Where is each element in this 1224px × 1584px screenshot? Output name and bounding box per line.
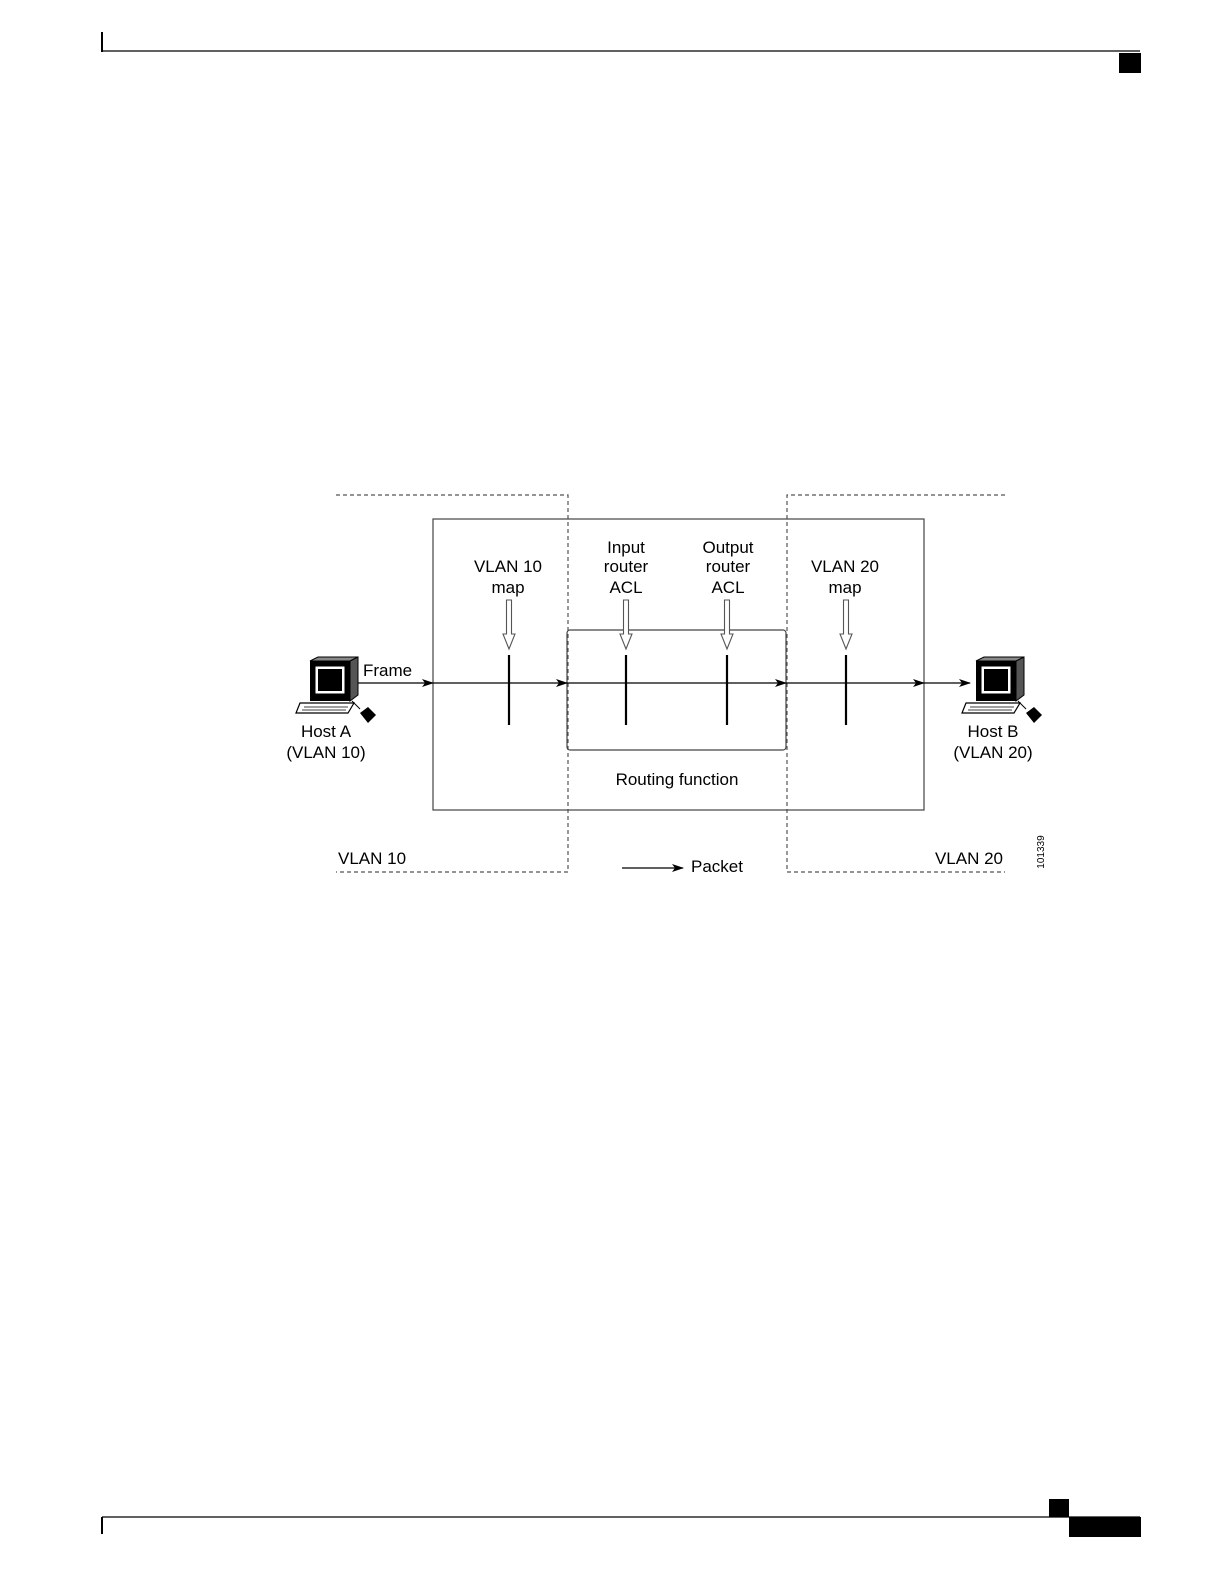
input-acl-down-arrow-icon: [620, 600, 632, 649]
vlan10-map-label-line2: map: [491, 578, 524, 597]
page-footer: [102, 1499, 1141, 1537]
input-acl-label-line3: ACL: [609, 578, 642, 597]
routing-function-label: Routing function: [616, 770, 739, 789]
output-acl-label-line2: router: [706, 557, 751, 576]
footer-page-tab: [1069, 1517, 1141, 1537]
host-b-name-label: Host B: [967, 722, 1018, 741]
input-acl-label-line1: Input: [607, 538, 645, 557]
host-b-computer-icon: [962, 657, 1042, 723]
routing-function-box: [567, 630, 786, 750]
page-header: [102, 32, 1141, 73]
footer-corner-mark: [1049, 1499, 1069, 1517]
vlan10-map-down-arrow-icon: [503, 600, 515, 649]
output-acl-label-line1: Output: [702, 538, 753, 557]
output-acl-down-arrow-icon: [721, 600, 733, 649]
host-a-name-label: Host A: [301, 722, 352, 741]
host-a-vlan-label: (VLAN 10): [286, 743, 365, 762]
header-corner-mark: [1119, 53, 1141, 73]
vlan20-map-down-arrow-icon: [840, 600, 852, 649]
host-b-vlan-label: (VLAN 20): [953, 743, 1032, 762]
output-acl-label-line3: ACL: [711, 578, 744, 597]
legend-packet-label: Packet: [691, 857, 743, 876]
figure-id: 101339: [1036, 835, 1047, 869]
frame-label: Frame: [363, 661, 412, 680]
legend: Packet: [622, 857, 743, 876]
vlan20-map-label-line1: VLAN 20: [811, 557, 879, 576]
vlan20-map-label-line2: map: [828, 578, 861, 597]
vlan10-zone-label: VLAN 10: [338, 849, 406, 868]
vlan20-zone-label: VLAN 20: [935, 849, 1003, 868]
input-acl-label-line2: router: [604, 557, 649, 576]
vlan10-map-label-line1: VLAN 10: [474, 557, 542, 576]
